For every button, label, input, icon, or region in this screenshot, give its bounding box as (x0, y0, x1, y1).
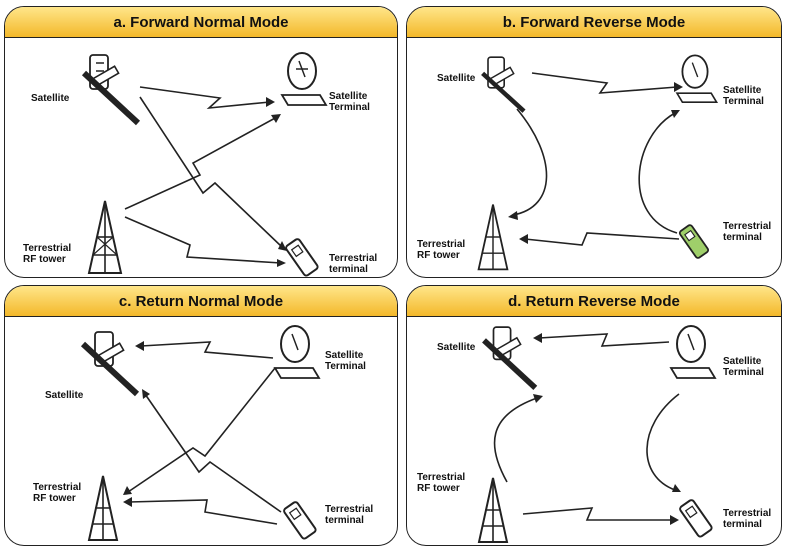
panel-title: d. Return Reverse Mode (407, 286, 781, 317)
terrestrial-terminal-label-line1: Terrestrial (723, 221, 772, 232)
tower-label-line2: RF tower (33, 493, 76, 504)
panel-forward-normal-mode: a. Forward Normal Mode (4, 6, 398, 278)
panel-return-reverse-mode: d. Return Reverse Mode (406, 285, 782, 546)
panel-return-normal-mode: c. Return Normal Mode (4, 285, 398, 546)
terrestrial-terminal-label-line1: Terrestrial (329, 253, 378, 264)
satellite-terminal-icon (669, 325, 717, 379)
satellite-label: Satellite (437, 342, 476, 353)
panel-body: Satellite Satellite Terminal Terrestrial… (5, 37, 397, 277)
satellite-terminal-label-line2: Terminal (325, 361, 366, 372)
satellite-icon (481, 56, 526, 113)
terrestrial-terminal-label-line2: terminal (325, 515, 364, 526)
tower-label-line2: RF tower (417, 483, 460, 494)
satellite-terminal-label-line2: Terminal (723, 367, 764, 378)
satellite-icon (80, 331, 140, 397)
terrestrial-terminal-label-line1: Terrestrial (723, 508, 772, 519)
satellite-icon (482, 326, 538, 390)
tower-label-line1: Terrestrial (417, 472, 466, 483)
rf-tower-icon (87, 200, 123, 274)
satellite-terminal-icon (280, 52, 328, 106)
terrestrial-terminal-icon (679, 499, 713, 538)
panel-body: Satellite Satellite Terminal Terrestrial… (407, 37, 781, 277)
diagram-a-svg (81, 52, 328, 277)
satellite-terminal-icon (675, 54, 719, 104)
rf-tower-icon (87, 475, 119, 541)
tower-label-line1: Terrestrial (33, 482, 82, 493)
satellite-label: Satellite (31, 93, 70, 104)
satellite-terminal-label-line1: Satellite (723, 356, 762, 367)
diagram-c-svg (80, 325, 321, 541)
tower-label-line1: Terrestrial (417, 239, 466, 250)
panel-body: Satellite Satellite Terminal Terrestrial… (5, 316, 397, 545)
terrestrial-terminal-label-line2: terminal (723, 519, 762, 530)
terrestrial-terminal-label-line1: Terrestrial (325, 504, 374, 515)
tower-label-line1: Terrestrial (23, 243, 72, 254)
terrestrial-terminal-icon (285, 238, 319, 277)
satellite-terminal-label-line2: Terminal (723, 96, 764, 107)
satellite-terminal-icon (273, 325, 321, 379)
tower-label-line2: RF tower (417, 250, 460, 261)
terrestrial-terminal-label-line2: terminal (329, 264, 368, 275)
rf-tower-icon (477, 477, 509, 543)
diagram-b-svg (477, 54, 719, 271)
terrestrial-terminal-icon (283, 501, 317, 540)
panel-title: a. Forward Normal Mode (5, 7, 397, 38)
diagram-d-svg (477, 325, 717, 543)
satellite-terminal-label-line2: Terminal (329, 102, 370, 113)
terrestrial-terminal-icon (678, 224, 709, 259)
rf-tower-icon (477, 204, 509, 271)
terrestrial-terminal-label-line2: terminal (723, 232, 762, 243)
satellite-label: Satellite (45, 390, 84, 401)
panel-forward-reverse-mode: b. Forward Reverse Mode (406, 6, 782, 278)
tower-label-line2: RF tower (23, 254, 66, 265)
panel-body: Satellite Satellite Terminal Terrestrial… (407, 316, 781, 545)
satellite-icon (81, 54, 141, 126)
satellite-terminal-label-line1: Satellite (723, 85, 762, 96)
panel-title: c. Return Normal Mode (5, 286, 397, 317)
panel-title: b. Forward Reverse Mode (407, 7, 781, 38)
satellite-terminal-label-line1: Satellite (329, 91, 368, 102)
satellite-terminal-label-line1: Satellite (325, 350, 364, 361)
satellite-label: Satellite (437, 73, 476, 84)
